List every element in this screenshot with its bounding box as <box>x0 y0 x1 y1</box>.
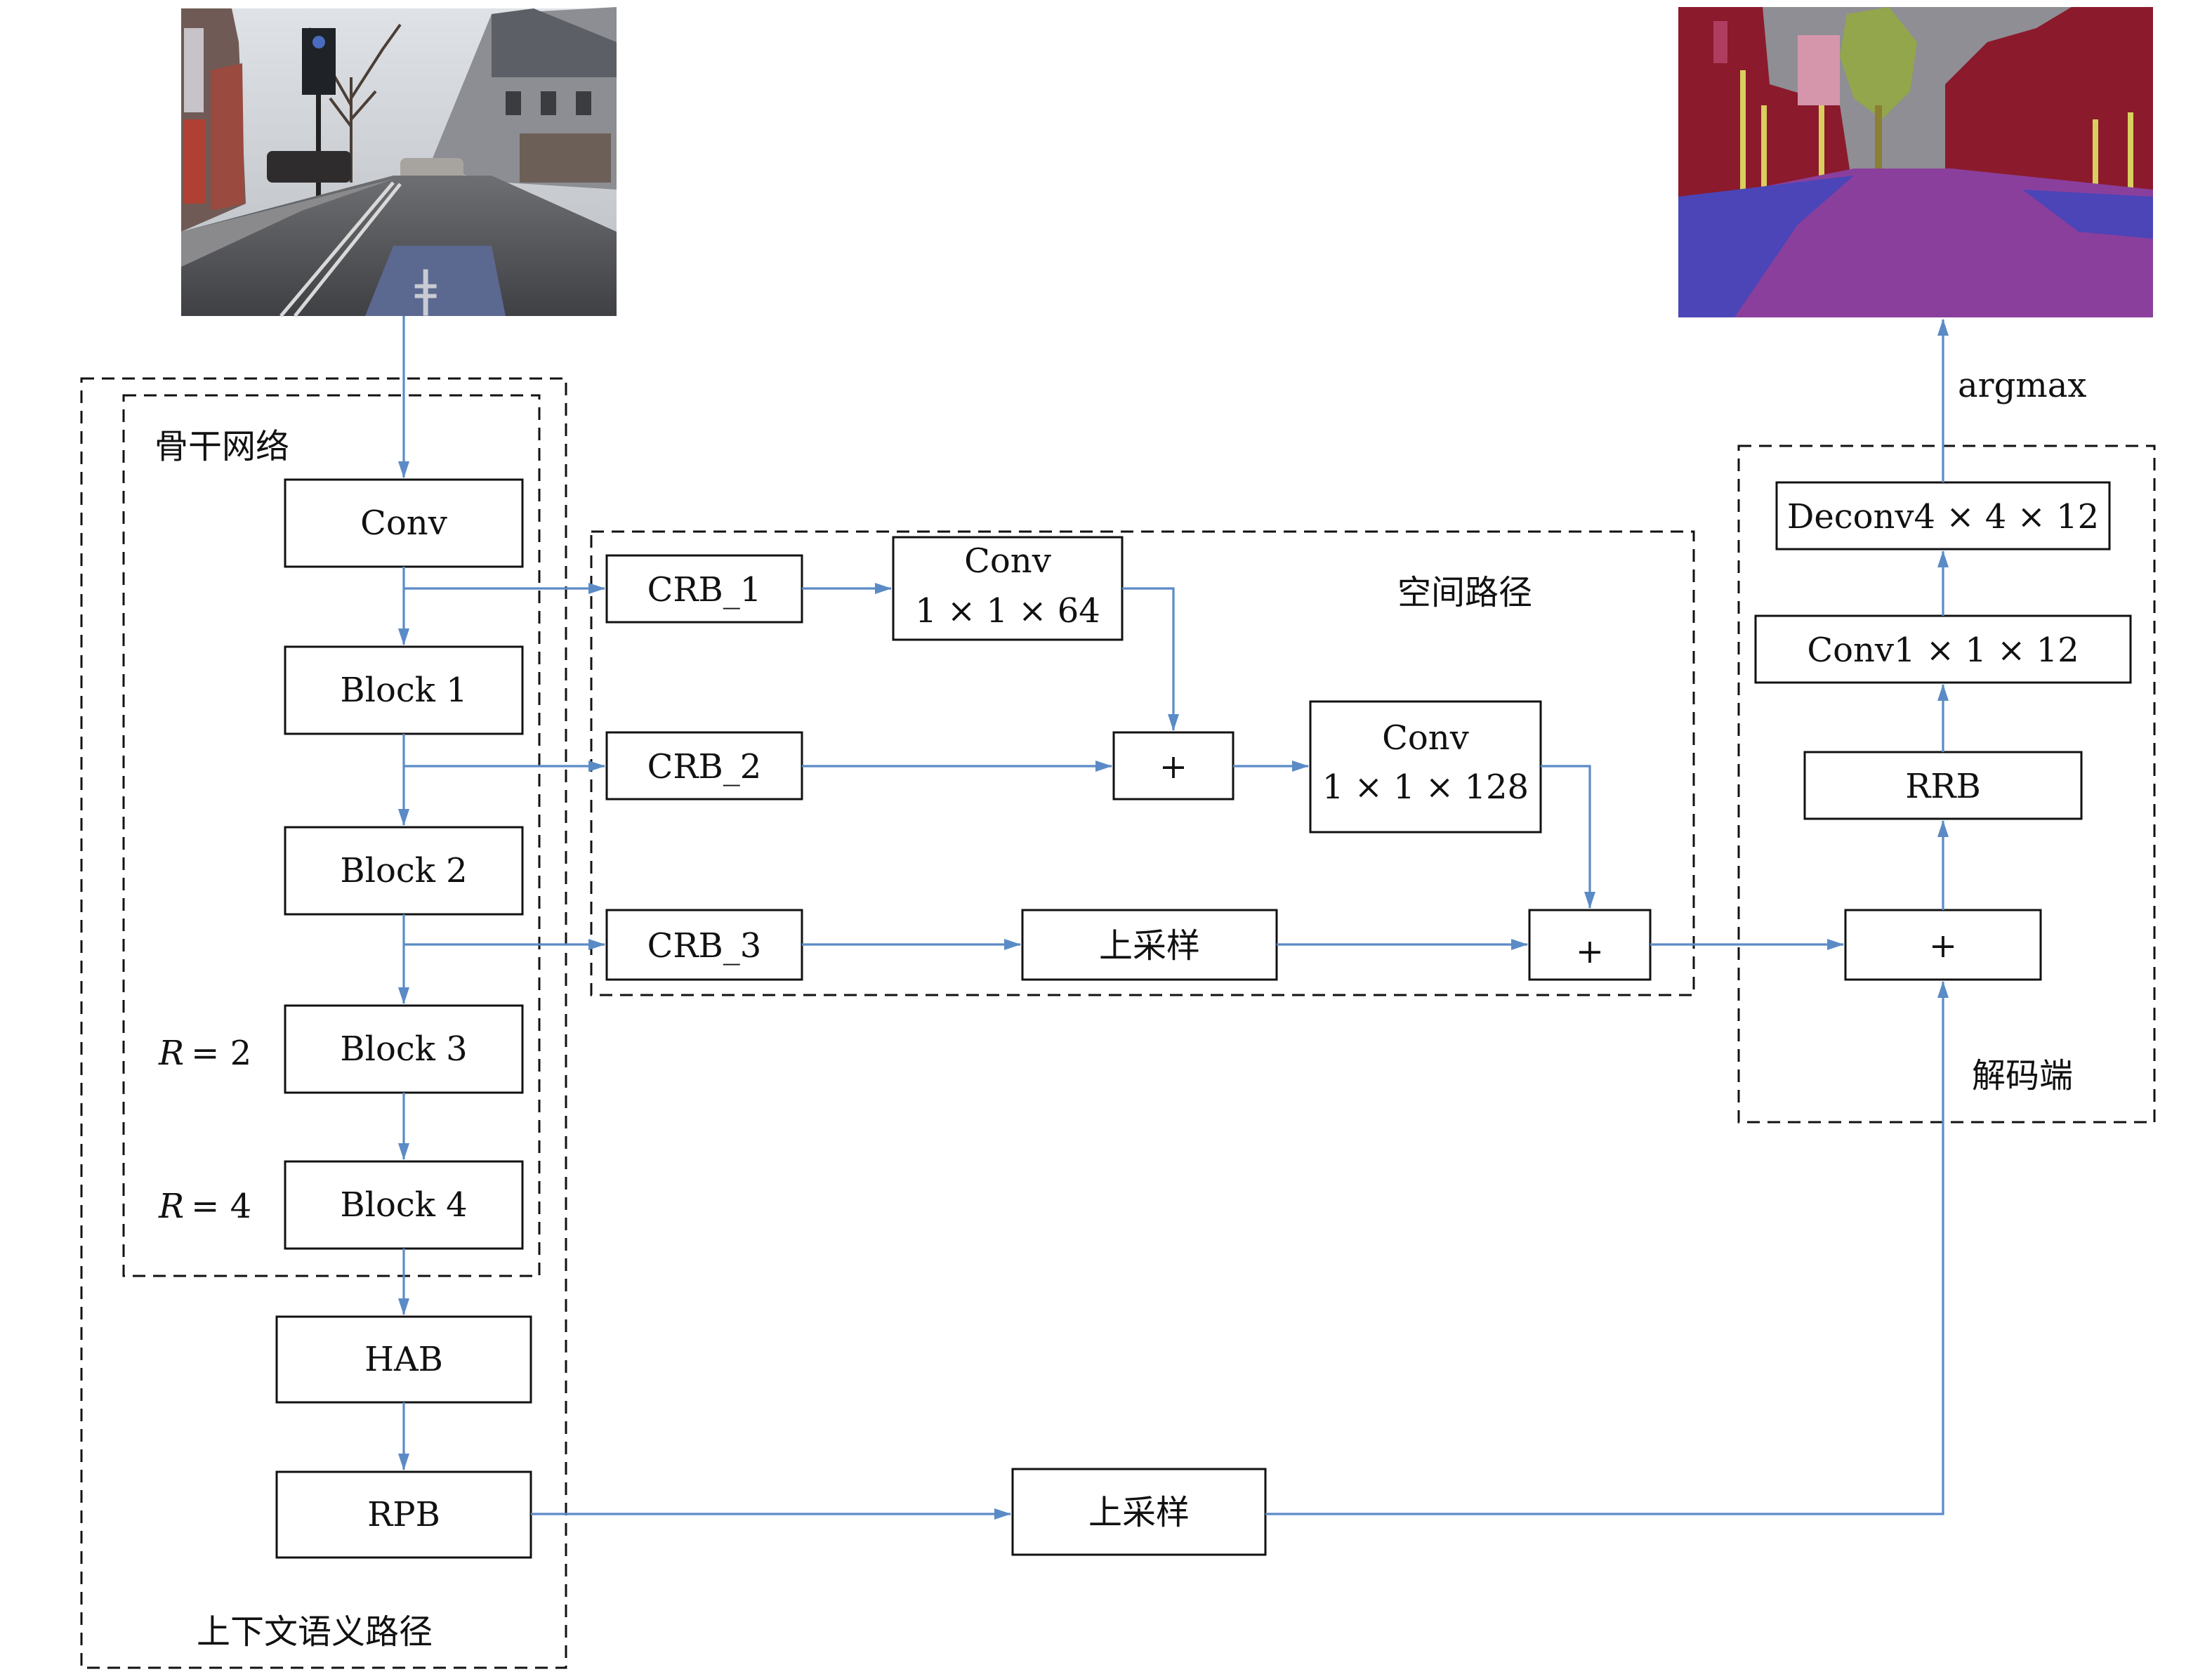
block3-label: Block 3 <box>340 1029 467 1069</box>
conv1x1x12-box <box>1754 614 2132 684</box>
backbone-label: 骨干网络 <box>154 427 289 466</box>
spatial-upsample-box <box>1021 909 1278 981</box>
arrow-conv128-to-plus2 <box>1541 765 1595 909</box>
crb3-box <box>605 909 803 981</box>
svg-text:ǂ: ǂ <box>414 260 437 317</box>
block4-label: Block 4 <box>340 1185 467 1225</box>
spatial-plus1-label: + <box>1159 747 1187 786</box>
context-path-region <box>80 377 567 1669</box>
decoder-region <box>1737 445 2156 1124</box>
dilation-r2-label: R= 2 <box>158 1034 251 1073</box>
dilation-r2-var: R <box>158 1034 184 1073</box>
crb1-label: CRB_1 <box>647 570 762 610</box>
conv-box <box>284 478 524 568</box>
dilation-r2-eq: = 2 <box>191 1034 251 1073</box>
arrow-upsample-to-decoder-plus <box>1265 981 1949 1515</box>
spatial-plus2-label: + <box>1576 932 1604 971</box>
hab-label: HAB <box>364 1340 443 1379</box>
block1-label: Block 1 <box>340 671 467 710</box>
crb2-label: CRB_2 <box>647 747 762 786</box>
decoder-label: 解码端 <box>1972 1056 2073 1095</box>
conv64-label-line1: Conv <box>964 541 1051 581</box>
context-upsample-label: 上采样 <box>1088 1493 1190 1532</box>
deconv4x4x12-label: Deconv4 × 4 × 12 <box>1787 497 2099 536</box>
decoder-plus-label: + <box>1929 926 1957 966</box>
conv-label: Conv <box>360 503 447 543</box>
context-upsample-box <box>1011 1468 1267 1556</box>
conv64-label-line2: 1 × 1 × 64 <box>915 591 1100 631</box>
crb3-label: CRB_3 <box>647 926 762 966</box>
spatial-plus2-box <box>1528 909 1652 981</box>
street-scene-photo: ǂ <box>181 7 617 317</box>
block1-box <box>284 645 524 735</box>
crb2-box <box>605 731 803 801</box>
conv1x1x12-label: Conv1 × 1 × 12 <box>1807 631 2079 670</box>
crb1-box <box>605 554 803 624</box>
block3-box <box>284 1004 524 1094</box>
dilation-r4-label: R= 4 <box>158 1187 251 1226</box>
rpb-label: RPB <box>367 1495 440 1534</box>
segmentation-result-map <box>1678 7 2153 317</box>
hab-box <box>275 1315 532 1404</box>
block4-box <box>284 1160 524 1250</box>
rrb-label: RRB <box>1905 767 1981 806</box>
rrb-box <box>1803 751 2083 820</box>
dilation-r4-var: R <box>158 1187 184 1226</box>
spatial-upsample-label: 上采样 <box>1099 926 1200 966</box>
conv64-box <box>892 536 1124 641</box>
decoder-plus-box <box>1844 909 2042 981</box>
conv128-box <box>1309 700 1542 834</box>
spatial-path-label: 空间路径 <box>1397 573 1532 612</box>
arrow-conv64-to-plus1 <box>1122 587 1179 731</box>
block2-label: Block 2 <box>340 851 467 890</box>
argmax-label: argmax <box>1958 366 2087 405</box>
conv128-label-line1: Conv <box>1382 718 1469 758</box>
rpb-box <box>275 1470 532 1559</box>
connections <box>398 316 1949 1520</box>
backbone-region <box>122 394 541 1277</box>
dilation-r4-eq: = 4 <box>191 1187 251 1226</box>
conv128-label-line2: 1 × 1 × 128 <box>1322 768 1529 807</box>
context-path-label: 上下文语义路径 <box>197 1612 433 1652</box>
